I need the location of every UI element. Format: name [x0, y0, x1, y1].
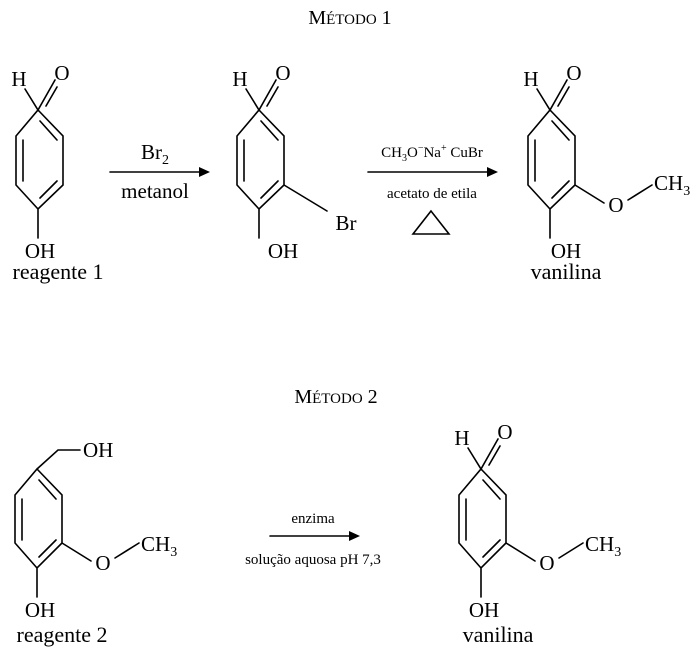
intermediate-o: O: [275, 61, 290, 85]
product-2-oh: OH: [469, 598, 499, 622]
reagent-2-methyl: CH3: [141, 532, 177, 560]
method1-title: MÉTODO 1: [308, 7, 391, 29]
product-1-o: O: [566, 61, 581, 85]
product-2-structure: H O O CH3 OH: [454, 420, 621, 622]
reagent-1-oh: OH: [25, 239, 55, 263]
step-2-reagent: CH3O−Na+ CuBr: [381, 143, 483, 164]
heat-triangle-icon: [411, 209, 451, 235]
step-1-solvent: metanol: [121, 179, 189, 203]
step-2-arrow: [367, 167, 498, 177]
product-1-structure: H O O CH3 OH: [523, 61, 690, 263]
method2-arrow: [269, 531, 360, 541]
reagent-2-oh: OH: [25, 598, 55, 622]
method2-title: MÉTODO 2: [294, 386, 377, 408]
step-1-arrow: [109, 167, 210, 177]
product-2-caption: vanilina: [463, 622, 534, 647]
product-2-methoxy-o: O: [539, 551, 554, 575]
reagent-2-methoxy-o: O: [95, 551, 110, 575]
step-1-reagent: Br2: [141, 140, 169, 168]
reagent-2-structure: OH O CH3 OH: [14, 438, 177, 622]
product-2-h: H: [454, 426, 469, 450]
intermediate-br: Br: [336, 211, 357, 235]
product-1-methyl: CH3: [654, 171, 690, 199]
product-2-o: O: [497, 420, 512, 444]
method2-catalyst: enzima: [291, 511, 335, 527]
reagent-1-caption: reagente 1: [13, 259, 104, 284]
product-1-caption: vanilina: [531, 259, 602, 284]
product-2-methyl: CH3: [585, 532, 621, 560]
product-1-methoxy-o: O: [608, 193, 623, 217]
step-2-solvent: acetato de etila: [387, 186, 477, 202]
intermediate-h: H: [232, 67, 247, 91]
intermediate-structure: H O Br OH: [232, 61, 356, 263]
method2-conditions: solução aquosa pH 7,3: [245, 552, 381, 568]
reagent-2-oh-top: OH: [83, 438, 113, 462]
reagent-1-structure: H O OH: [11, 61, 69, 263]
reagent-1-h: H: [11, 67, 26, 91]
product-1-h: H: [523, 67, 538, 91]
intermediate-oh: OH: [268, 239, 298, 263]
reagent-1-o: O: [54, 61, 69, 85]
product-1-oh: OH: [551, 239, 581, 263]
reagent-2-caption: reagente 2: [17, 622, 108, 647]
